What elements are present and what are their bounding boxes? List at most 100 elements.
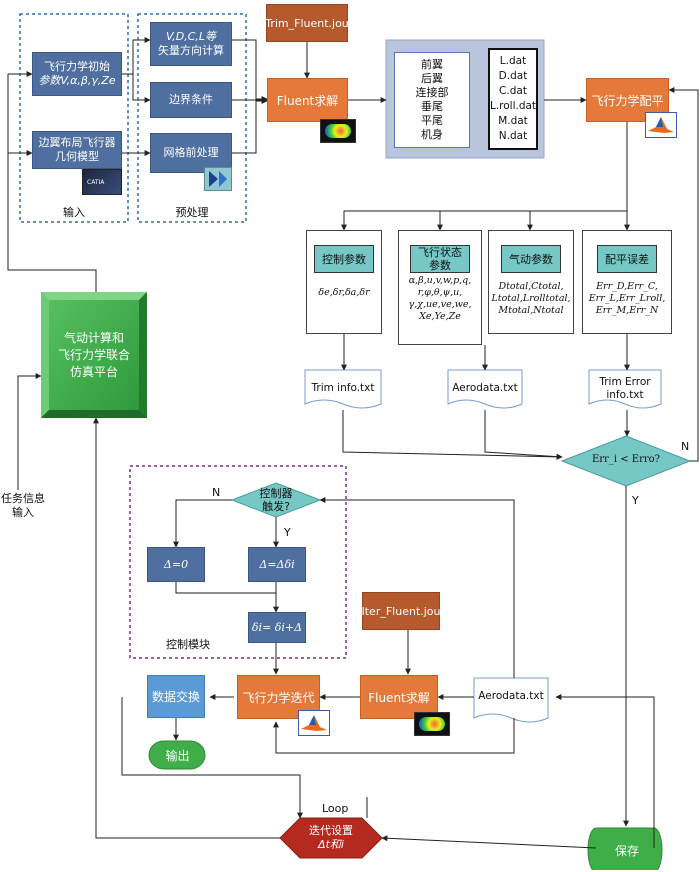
control-params-title: 控制参数 bbox=[314, 245, 374, 273]
component-fuselage: 机身 bbox=[421, 128, 443, 141]
geometry-line1: 边翼布局飞行器 bbox=[38, 136, 116, 149]
control-module-label: 控制模块 bbox=[166, 638, 210, 651]
trim-error-title: 配平误差 bbox=[597, 245, 657, 273]
iter-setting-line2: Δt和i bbox=[318, 838, 344, 851]
input-group-frame bbox=[19, 13, 129, 223]
dat-file-n: N.dat bbox=[498, 130, 528, 142]
boundary-conditions[interactable]: 边界条件 bbox=[150, 82, 232, 118]
platform-line3: 仿真平台 bbox=[69, 364, 118, 379]
fluent-contour-icon bbox=[320, 119, 356, 143]
platform-line2: 飞行力学联合 bbox=[57, 347, 130, 362]
iter-jou-label: Iter_Fluent.jou bbox=[361, 604, 441, 618]
boundary-label: 边界条件 bbox=[169, 93, 213, 106]
velocity-line2: 矢量方向计算 bbox=[158, 44, 224, 57]
flight-state-line2: r,φ,θ,ψ,u, bbox=[417, 287, 463, 298]
component-list: 前翼 后翼 连接部 垂尾 平尾 机身 bbox=[394, 52, 470, 148]
delta-zero-box[interactable]: Δ=0 bbox=[147, 547, 205, 582]
decision-n-label: N bbox=[681, 440, 690, 453]
flight-state-title: 飞行状态参数 bbox=[410, 245, 470, 273]
aero-params-line3: Mtotal,Ntotal bbox=[498, 305, 564, 316]
task-info-input: 任务信息 输入 bbox=[0, 492, 46, 520]
dat-file-c: C.dat bbox=[499, 85, 527, 97]
flight-iter-label: 飞行力学迭代 bbox=[242, 690, 315, 705]
velocity-line1: V,D,C,L等 bbox=[165, 30, 217, 43]
iter-fluent-jou[interactable]: Iter_Fluent.jou bbox=[361, 592, 441, 630]
delta-update-label: δi= δi+Δ bbox=[251, 620, 303, 634]
fluent-contour-icon-bottom bbox=[414, 712, 450, 736]
data-exchange[interactable]: 数据交换 bbox=[147, 675, 205, 718]
flight-init-line1: 飞行力学初始 bbox=[44, 60, 110, 73]
document-shapes bbox=[304, 369, 662, 723]
trim-error-doc[interactable]: Trim Error info.txt bbox=[589, 376, 661, 402]
aero-params-line2: Ltotal,Lrolltotal, bbox=[491, 293, 571, 304]
control-params-symbols: δe,δr,δa,δr bbox=[318, 287, 370, 298]
meshing-label: 网格前处理 bbox=[163, 146, 219, 159]
matlab-icon-bottom bbox=[298, 710, 330, 736]
trim-error-line3: Err_M,Err_N bbox=[595, 305, 659, 316]
preprocess-group-label: 预处理 bbox=[175, 206, 209, 219]
delta-step-box[interactable]: Δ=Δδi bbox=[248, 547, 306, 582]
control-module-frame bbox=[129, 465, 347, 659]
aero-params-panel: 气动参数 Dtotal,Ctotal, Ltotal,Lrolltotal, M… bbox=[488, 230, 574, 334]
flight-state-line1: α,β,u,v,w,p,q, bbox=[408, 275, 472, 286]
save-terminal-shape bbox=[587, 827, 663, 870]
vector-direction-calc[interactable]: V,D,C,L等 矢量方向计算 bbox=[150, 22, 232, 66]
trim-jou-label: Trim_Fluent.jou bbox=[265, 16, 349, 30]
catia-icon: CATIA bbox=[82, 169, 122, 195]
delta-zero-label: Δ=0 bbox=[163, 557, 189, 571]
aerodata-doc[interactable]: Aerodata.txt bbox=[452, 382, 518, 394]
flight-state-line4: Xe,Ye,Ze bbox=[419, 311, 461, 322]
fluent-solve-bottom[interactable]: Fluent求解 bbox=[360, 675, 438, 719]
trim-error-line2: Err_L,Err_Lroll, bbox=[588, 293, 666, 304]
component-vertical-tail: 垂尾 bbox=[421, 100, 443, 113]
flight-state-panel: 飞行状态参数 α,β,u,v,w,p,q, r,φ,θ,ψ,u, γ,χ,ue,… bbox=[398, 230, 482, 345]
delta-step-label: Δ=Δδi bbox=[259, 557, 295, 571]
output-terminal-shape bbox=[148, 740, 206, 770]
trim-error-panel: 配平误差 Err_D,Err_C, Err_L,Err_Lroll, Err_M… bbox=[582, 230, 672, 334]
iteration-setting[interactable]: 迭代设置 Δt和i bbox=[288, 820, 374, 856]
trigger-line1: 控制器 bbox=[259, 487, 293, 500]
flight-init-params[interactable]: 飞行力学初始 参数V,α,β,γ,Ze bbox=[32, 52, 122, 96]
fluent-solve-top[interactable]: Fluent求解 bbox=[267, 78, 348, 122]
mesh-tool-icon bbox=[204, 167, 232, 191]
flight-trim-label: 飞行力学配平 bbox=[591, 93, 664, 108]
platform-line1: 气动计算和 bbox=[63, 330, 124, 345]
preprocess-group-frame bbox=[137, 13, 247, 223]
trim-error-line1: Err_D,Err_C, bbox=[596, 281, 658, 292]
dat-file-d: D.dat bbox=[498, 70, 528, 82]
component-junction: 连接部 bbox=[415, 86, 449, 99]
trim-fluent-jou[interactable]: Trim_Fluent.jou bbox=[265, 4, 349, 42]
aero-params-line1: Dtotal,Ctotal, bbox=[498, 281, 564, 292]
dat-file-list: L.dat D.dat C.dat L.roll.dat M.dat N.dat bbox=[488, 48, 538, 150]
fluent-solve2-label: Fluent求解 bbox=[368, 690, 430, 705]
flight-init-line2: 参数V,α,β,γ,Ze bbox=[38, 74, 116, 87]
decision-y-label: Y bbox=[632, 494, 639, 507]
trim-info-doc[interactable]: Trim info.txt bbox=[311, 382, 375, 394]
trim-error-doc-line2: info.txt bbox=[606, 389, 644, 401]
trigger-n-label: N bbox=[212, 486, 221, 499]
platform-box bbox=[41, 292, 147, 418]
output-label: 输出 bbox=[165, 748, 190, 763]
data-exchange-label: 数据交换 bbox=[151, 690, 200, 704]
delta-update-box[interactable]: δi= δi+Δ bbox=[248, 612, 306, 643]
matlab-icon bbox=[645, 112, 677, 138]
geometry-line2: 几何模型 bbox=[55, 150, 99, 163]
iter-setting-line1: 迭代设置 bbox=[309, 824, 353, 837]
task-input-line1: 任务信息 bbox=[1, 492, 45, 505]
save-label: 保存 bbox=[614, 843, 639, 858]
aero-params-title: 气动参数 bbox=[501, 245, 561, 273]
component-rear-wing: 后翼 bbox=[421, 72, 443, 85]
joint-simulation-platform[interactable]: 气动计算和 飞行力学联合 仿真平台 bbox=[49, 300, 139, 410]
aerodata-doc-bottom[interactable]: Aerodata.txt bbox=[478, 690, 544, 702]
catia-logo-text: CATIA bbox=[87, 179, 105, 186]
save-terminal[interactable]: 保存 bbox=[596, 828, 658, 872]
control-params-panel: 控制参数 δe,δr,δa,δr bbox=[306, 230, 382, 334]
mesh-preprocess[interactable]: 网格前处理 bbox=[150, 133, 232, 173]
trigger-line2: 触发? bbox=[262, 500, 290, 513]
trigger-question: 控制器 触发? bbox=[244, 487, 308, 513]
trigger-y-label: Y bbox=[284, 526, 291, 539]
output-terminal[interactable]: 输出 bbox=[150, 741, 205, 769]
aircraft-geometry-model[interactable]: 边翼布局飞行器 几何模型 bbox=[32, 131, 122, 169]
task-input-line2: 输入 bbox=[12, 506, 34, 519]
dat-file-l: L.dat bbox=[499, 55, 527, 67]
